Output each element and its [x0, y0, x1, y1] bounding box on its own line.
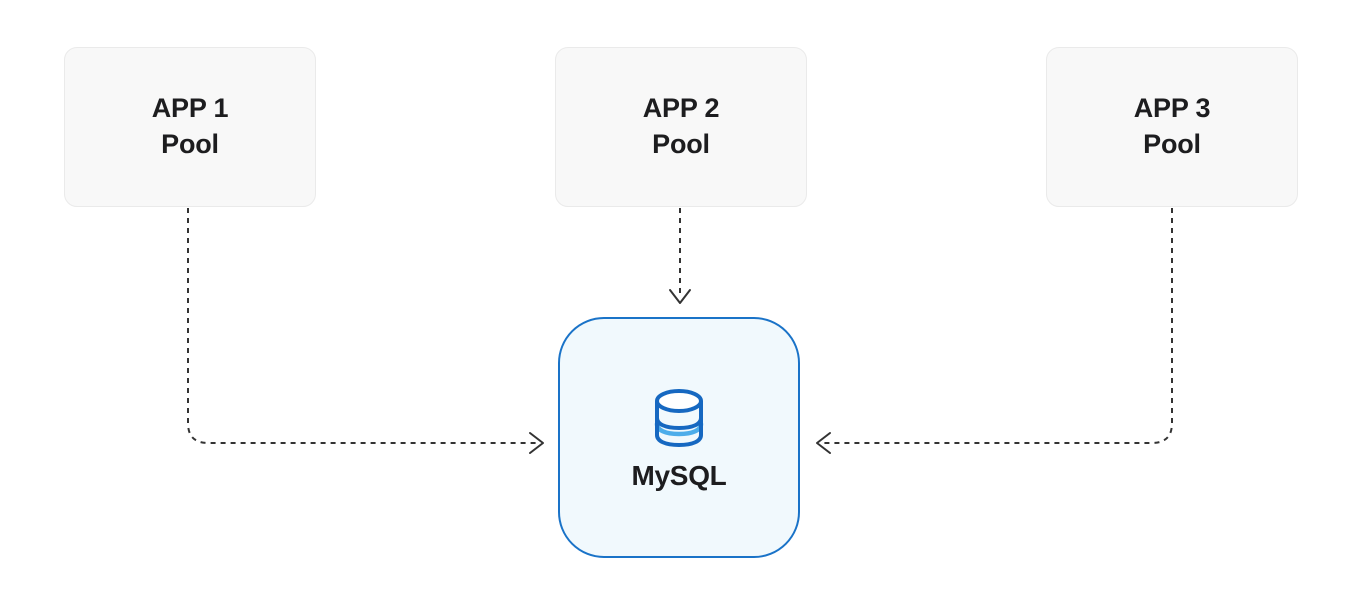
connector-app2-to-mysql — [669, 208, 691, 304]
database-cylinder-icon — [654, 388, 704, 447]
mysql-database-node[interactable]: MySQL — [558, 317, 800, 558]
app-pool-2-card[interactable]: APP 2 Pool — [555, 47, 807, 207]
app-pool-1-title: APP 1 — [151, 93, 229, 124]
connector-app1-path — [187, 208, 536, 444]
arrowhead-left-icon — [816, 432, 831, 454]
app-pool-3-subtitle: Pool — [1143, 129, 1201, 159]
app-pool-1-card[interactable]: APP 1 Pool — [64, 47, 316, 207]
app-pool-3-title: APP 3 — [1133, 93, 1211, 124]
arrowhead-right-icon — [529, 432, 544, 454]
arrowhead-down-icon — [669, 289, 691, 304]
app-pool-1-subtitle: Pool — [161, 129, 219, 159]
app-pool-2-subtitle: Pool — [652, 129, 710, 159]
mysql-label: MySQL — [631, 459, 727, 491]
connector-app3-path — [824, 208, 1173, 444]
app-pool-3-card[interactable]: APP 3 Pool — [1046, 47, 1298, 207]
app-pool-2-title: APP 2 — [642, 93, 720, 124]
connector-app3-to-mysql — [816, 208, 1173, 454]
connector-app1-to-mysql — [187, 208, 544, 454]
